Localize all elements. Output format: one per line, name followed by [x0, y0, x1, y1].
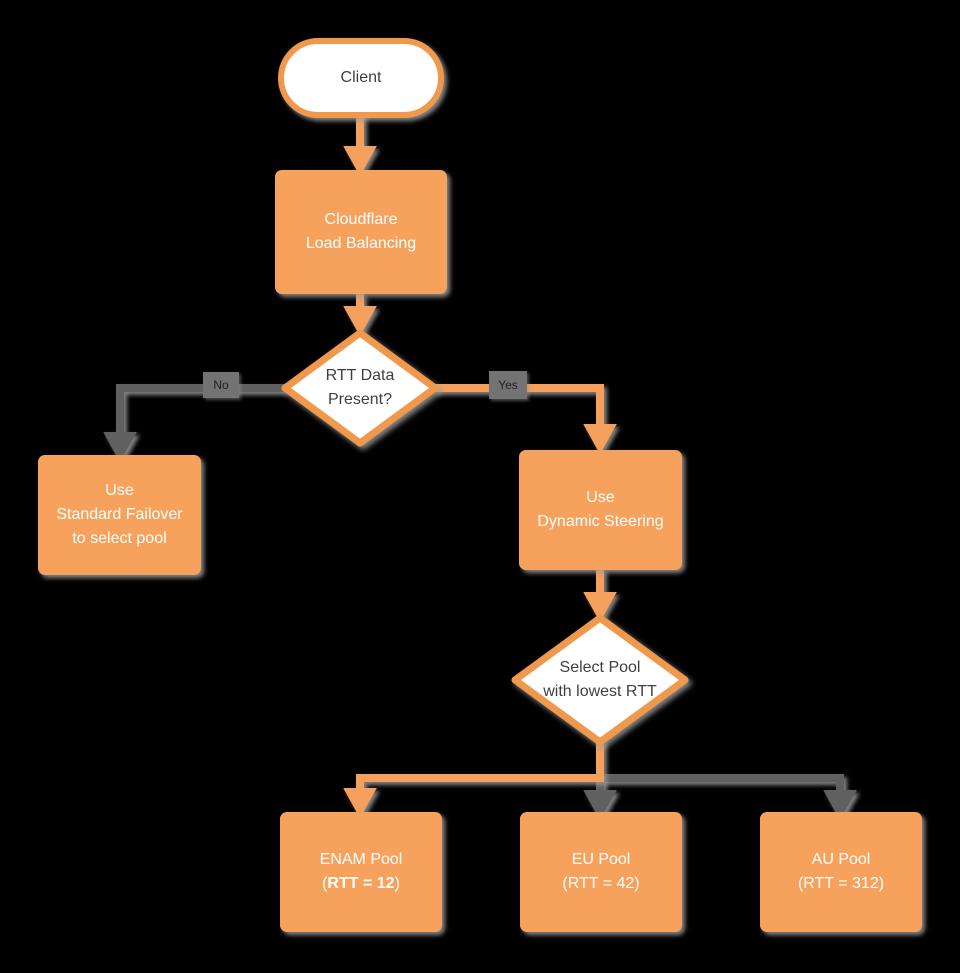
edge-to-eu-arrowhead [583, 790, 617, 821]
edge-label-yes: Yes [489, 371, 527, 399]
rtt-decision-line-2: Present? [327, 391, 393, 408]
eu-pool-line-1: EU Pool [571, 851, 631, 868]
edge-select-to-enam-arrowhead [343, 788, 377, 819]
edge-to-au-arrowhead [823, 790, 857, 821]
node-au-pool: AU Pool (RTT = 312) [760, 812, 922, 932]
edge-lb-to-decision-arrowhead [343, 306, 377, 337]
node-dynamic-steering: Use Dynamic Steering [519, 450, 682, 570]
au-pool-line-2: (RTT = 312) [797, 875, 885, 892]
node-rtt-decision-label: RTT Data Present? [281, 329, 439, 447]
node-client-label: Client [340, 69, 382, 86]
rtt-decision-line-1: RTT Data [325, 367, 395, 384]
enam-rtt-paren-close: ) [394, 875, 400, 892]
enam-pool-line-1: ENAM Pool [319, 851, 403, 868]
diamond-shape [281, 329, 439, 447]
node-select-pool-decision: Select Pool with lowest RTT [511, 614, 689, 746]
edge-select-to-enam-path [356, 740, 604, 792]
node-client: Client [278, 38, 444, 118]
edge-to-au-path [600, 774, 844, 794]
node-cloudflare-line-1: Cloudflare [324, 211, 398, 228]
node-cloudflare-load-balancing: Cloudflare Load Balancing [275, 170, 447, 294]
enam-rtt-value-bold: RTT = 12 [327, 875, 395, 892]
enam-pool-line-2: (RTT = 12) [322, 872, 400, 896]
node-eu-pool: EU Pool (RTT = 42) [520, 812, 682, 932]
node-rtt-data-present-decision: RTT Data Present? [281, 329, 439, 447]
node-select-pool-label: Select Pool with lowest RTT [511, 614, 689, 746]
edge-yes-arrowhead [583, 424, 617, 455]
edge-steering-to-select-arrowhead [583, 592, 617, 623]
dynamic-steering-line-2: Dynamic Steering [537, 513, 664, 530]
edge-label-no: No [203, 372, 239, 398]
node-enam-pool: ENAM Pool (RTT = 12) [280, 812, 442, 932]
eu-pool-line-2: (RTT = 42) [562, 875, 640, 892]
node-cloudflare-line-2: Load Balancing [305, 235, 417, 252]
standard-failover-line-1: Use [105, 482, 134, 499]
standard-failover-line-3: to select pool [72, 530, 167, 547]
edge-no-arrowhead [103, 432, 137, 463]
select-pool-line-2: with lowest RTT [543, 683, 657, 700]
enam-rtt-paren-open: ( [322, 875, 328, 892]
edge-client-to-lb-arrowhead [343, 146, 377, 177]
standard-failover-line-2: Standard Failover [56, 506, 183, 523]
diamond-shape [511, 614, 689, 746]
node-standard-failover: Use Standard Failover to select pool [38, 455, 201, 575]
dynamic-steering-line-1: Use [586, 489, 615, 506]
select-pool-line-1: Select Pool [559, 659, 641, 676]
au-pool-line-1: AU Pool [811, 851, 871, 868]
